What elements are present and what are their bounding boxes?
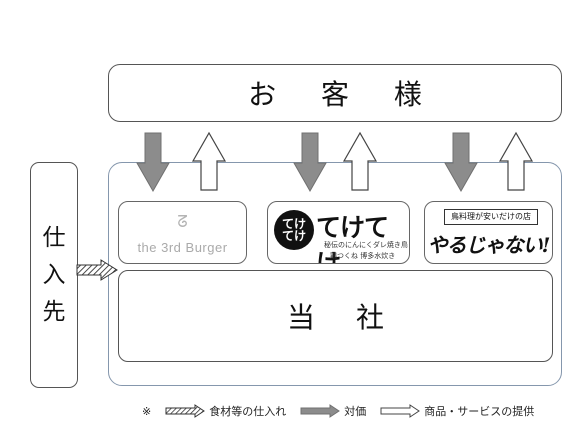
legend: ※ 食材等の仕入れ 対価 商品・サービスの提供 [142, 399, 562, 423]
service-arrow-icon [342, 131, 378, 191]
brand-subtitle: 秘伝のにんにくダレ焼き鳥 [324, 241, 408, 249]
legend-label: 食材等の仕入れ [209, 405, 287, 418]
teketeke-seal-icon: てけ てけ [274, 210, 314, 250]
legend-label: 商品・サービスの提供 [424, 405, 535, 418]
payment-arrow-icon [136, 132, 170, 193]
brand-title: てけてけ [316, 213, 389, 264]
service-arrow-icon [191, 131, 227, 191]
gray-arrow-icon [300, 404, 341, 418]
legend-note: ※ [142, 405, 151, 418]
outline-arrow-icon [380, 404, 421, 418]
service-arrow-icon [498, 131, 534, 191]
hatched-arrow-icon [165, 404, 206, 418]
brand-yarujanai: 鳥料理が安いだけの店 やるじゃない! [424, 201, 553, 264]
brand-3rd-burger: ᘔ the 3rd Burger [118, 201, 247, 264]
brand-title: やるじゃない! [427, 233, 551, 257]
company-box: 当 社 [118, 270, 553, 362]
legend-label: 対価 [344, 405, 367, 418]
legend-item-payment: 対価 [300, 403, 366, 419]
payment-arrow-icon [444, 132, 478, 193]
payment-arrow-icon [293, 132, 327, 193]
supplier-char: 先 [42, 298, 66, 325]
burger-logo-icon: ᘔ [177, 212, 188, 231]
customers-label: お 客 様 [248, 78, 440, 111]
supplier-box: 仕 入 先 [30, 162, 78, 388]
brand-name: the 3rd Burger [137, 240, 228, 255]
supplier-char: 入 [42, 261, 66, 288]
supplier-char: 仕 [42, 224, 66, 251]
brand-teketeke: てけ てけ てけてけ 秘伝のにんにくダレ焼き鳥 鶏つくね 博多水炊き [267, 201, 410, 264]
customers-box: お 客 様 [108, 64, 562, 122]
brand-subtitle: 鶏つくね 博多水炊き [330, 252, 396, 260]
company-label: 当 社 [287, 301, 400, 334]
purchase-arrow-icon [76, 259, 118, 281]
note-mark: ※ [142, 404, 152, 418]
legend-item-service: 商品・サービスの提供 [380, 403, 534, 419]
legend-item-purchase: 食材等の仕入れ [165, 403, 286, 419]
brand-banner: 鳥料理が安いだけの店 [444, 209, 538, 225]
